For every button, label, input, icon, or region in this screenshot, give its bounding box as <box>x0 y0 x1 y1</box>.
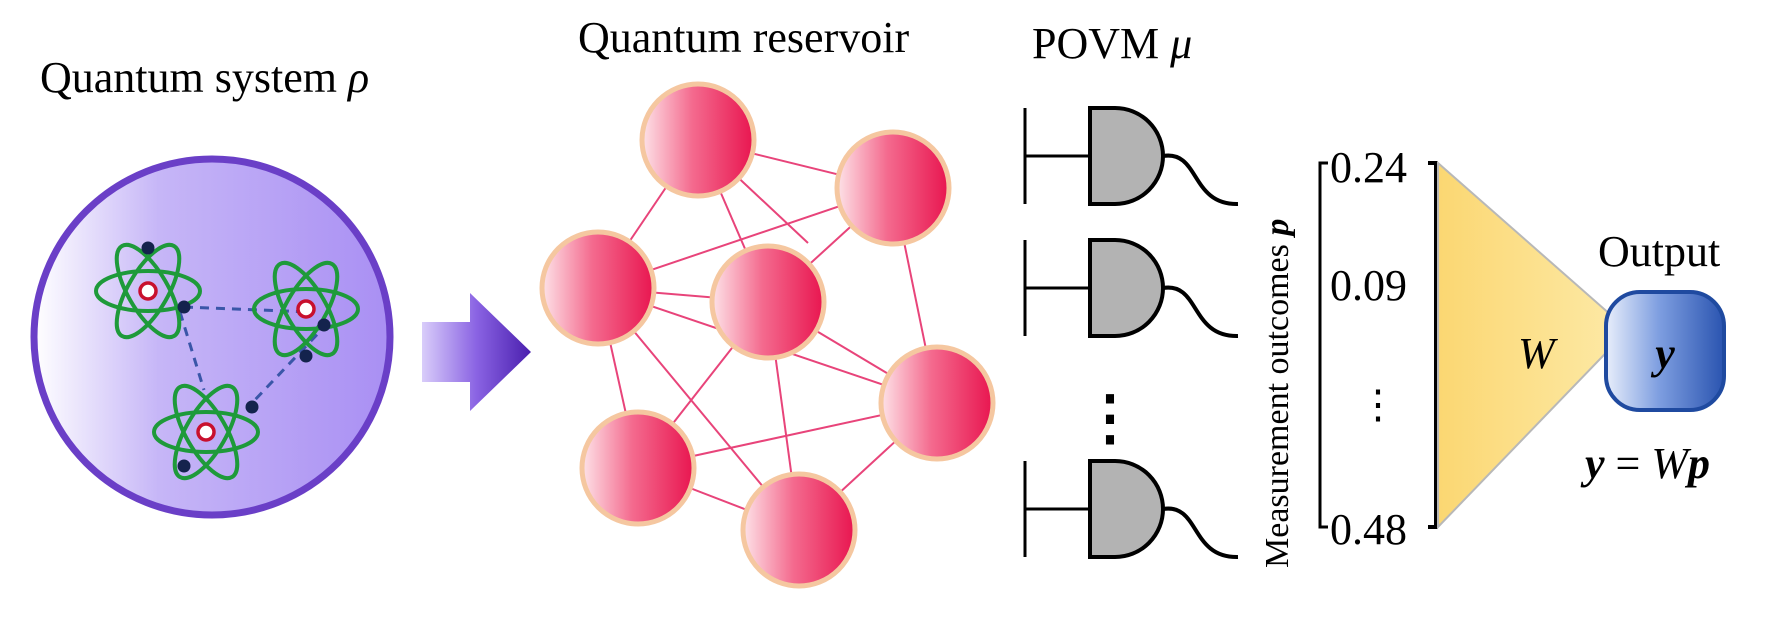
system-symbol: ρ <box>346 53 369 102</box>
detector-icon <box>1023 238 1239 339</box>
entanglement-links <box>178 305 330 405</box>
reservoir-node <box>579 409 697 527</box>
reservoir-label: Quantum reservoir <box>578 13 909 62</box>
reservoir-node <box>834 129 952 247</box>
reservoir-node <box>709 243 827 361</box>
detector-icon <box>1023 459 1239 560</box>
detector-icon <box>1023 106 1239 207</box>
weights-label: W <box>1518 329 1558 378</box>
detector-ellipsis: ⋮ <box>1080 385 1140 451</box>
reservoir-node <box>639 81 757 199</box>
reservoir-node <box>878 344 996 462</box>
output-node <box>1604 290 1726 412</box>
outcomes-symbol: p <box>1259 219 1296 239</box>
outcome-value-bottom: 0.48 <box>1330 505 1407 554</box>
weights-triangle <box>1437 160 1630 530</box>
povm-symbol: μ <box>1169 19 1192 68</box>
reservoir-node <box>740 471 858 589</box>
outcome-value-middle: 0.09 <box>1330 261 1407 310</box>
vector-bracket-right <box>1428 161 1438 529</box>
output-label: Output <box>1598 227 1720 276</box>
reservoir-nodes <box>539 81 996 589</box>
outcome-ellipsis: ⋮ <box>1358 382 1398 427</box>
atom-icon <box>152 383 260 481</box>
outcomes-label: Measurement outcomes p <box>1259 219 1296 568</box>
quantum-system-circle <box>30 155 394 519</box>
system-label: Quantum system ρ <box>40 53 369 102</box>
vector-bracket-left <box>1318 161 1328 529</box>
flow-arrow <box>422 293 531 411</box>
povm-label: POVM μ <box>1032 19 1192 68</box>
reservoir-node <box>539 229 657 347</box>
output-symbol: y <box>1650 329 1675 378</box>
atom-icon <box>94 241 202 340</box>
output-equation: y = Wp <box>1580 439 1710 488</box>
outcome-value-top: 0.24 <box>1330 143 1407 192</box>
atom-icon <box>252 260 360 363</box>
